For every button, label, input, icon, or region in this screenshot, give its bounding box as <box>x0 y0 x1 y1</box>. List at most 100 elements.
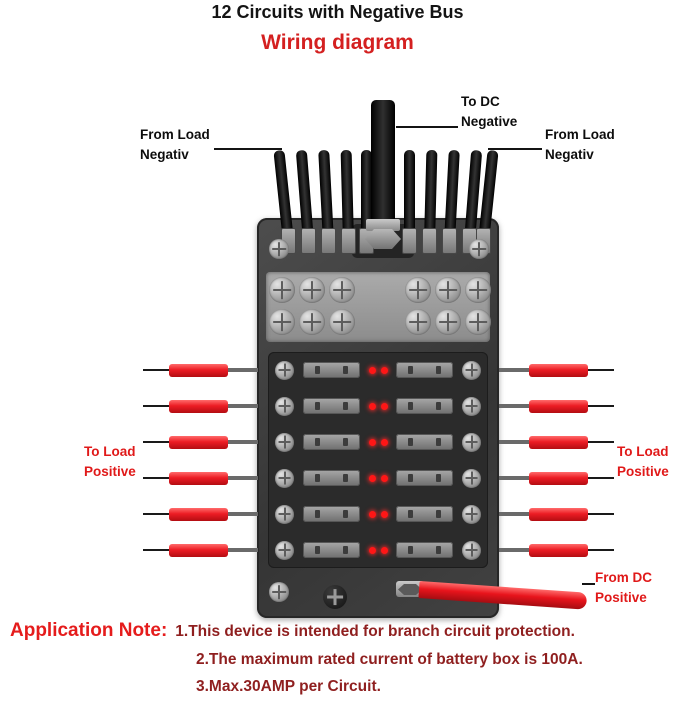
application-note-item: 2.The maximum rated current of battery b… <box>196 651 583 668</box>
wire-lead <box>588 513 614 515</box>
wire-lead <box>143 369 169 371</box>
wire-lead <box>143 405 169 407</box>
bus-terminal-screw <box>329 309 355 335</box>
positive-wire <box>529 507 588 521</box>
led-indicator-pair <box>368 366 388 374</box>
load-terminal-screw <box>462 468 481 488</box>
label-line: Negativ <box>545 147 594 163</box>
bus-terminal-screw <box>269 277 295 303</box>
wire-lead <box>588 441 614 443</box>
wire-lead <box>588 477 614 479</box>
wire-clamp <box>422 228 437 254</box>
load-wire <box>499 543 614 557</box>
load-terminal-screw <box>462 504 481 524</box>
hex-nut <box>365 229 401 249</box>
load-terminal-screw <box>462 432 481 452</box>
fuse-row <box>268 504 488 524</box>
led-indicator <box>368 474 376 482</box>
bus-terminal-screw <box>465 277 491 303</box>
blade-fuse <box>396 470 454 486</box>
bus-terminal-row <box>269 309 491 335</box>
label-line: Negativ <box>140 147 189 163</box>
load-wire <box>143 363 258 377</box>
load-wire <box>143 471 258 485</box>
fuse-row <box>268 360 488 380</box>
bus-terminal-screw <box>269 309 295 335</box>
blade-fuse <box>396 434 454 450</box>
label-from-load-negative-left: From Load Negativ <box>140 125 210 166</box>
label-from-load-negative-right: From Load Negativ <box>545 125 615 166</box>
blade-fuse <box>302 434 360 450</box>
wire-clamp <box>301 228 316 254</box>
wire-lead <box>143 441 169 443</box>
wire-crimp <box>228 476 258 480</box>
load-wire <box>499 399 614 413</box>
fuse-panel <box>268 352 488 568</box>
page-title: 12 Circuits with Negative Bus <box>211 2 464 22</box>
load-wire <box>499 363 614 377</box>
label-line: To Load <box>84 444 136 459</box>
label-from-dc-positive: From DC Positive <box>595 568 652 609</box>
bus-terminal-screw <box>465 309 491 335</box>
load-wire <box>499 435 614 449</box>
wire-lead <box>143 549 169 551</box>
label-to-dc-negative: To DC Negative <box>461 92 517 133</box>
fuse-row <box>268 432 488 452</box>
wire-clamp <box>442 228 457 254</box>
positive-wire <box>529 363 588 377</box>
blade-fuse <box>396 398 454 414</box>
led-indicator-pair <box>368 510 388 518</box>
label-line: From Load <box>545 127 615 142</box>
wire-crimp <box>499 404 529 408</box>
led-indicator <box>368 510 376 518</box>
wire-crimp <box>228 404 258 408</box>
fuse-row <box>268 540 488 560</box>
positive-wire <box>529 471 588 485</box>
bus-row-spacer <box>359 277 401 303</box>
wire-clamp <box>341 228 356 254</box>
wire-crimp <box>499 512 529 516</box>
wire-lead <box>143 477 169 479</box>
load-terminal-screw <box>275 504 294 524</box>
positive-wire <box>169 507 228 521</box>
bus-terminal-screw <box>299 277 325 303</box>
led-indicator <box>380 546 388 554</box>
label-line: Positive <box>84 464 136 480</box>
positive-wire <box>529 399 588 413</box>
wire-crimp <box>499 476 529 480</box>
load-terminal-screw <box>275 468 294 488</box>
load-terminal-screw <box>275 396 294 416</box>
load-wire <box>499 471 614 485</box>
leader-line <box>582 583 595 585</box>
label-line: Positive <box>595 590 647 606</box>
negative-wire <box>361 150 372 242</box>
load-terminal-screw <box>462 360 481 380</box>
load-terminal-screw <box>462 540 481 560</box>
wire-clamp <box>402 228 417 254</box>
blade-fuse <box>302 506 360 522</box>
fuse-row <box>268 468 488 488</box>
wire-crimp <box>499 440 529 444</box>
blade-fuse <box>302 398 360 414</box>
blade-fuse <box>396 542 454 558</box>
wire-crimp <box>499 368 529 372</box>
application-note-item: 1.This device is intended for branch cir… <box>175 623 575 640</box>
led-indicator-pair <box>368 474 388 482</box>
bus-terminal-screw <box>435 277 461 303</box>
application-note-heading: Application Note: <box>10 620 168 641</box>
load-wire <box>143 543 258 557</box>
blade-fuse <box>302 362 360 378</box>
led-indicator-pair <box>368 438 388 446</box>
bus-row-spacer <box>359 309 401 335</box>
bus-terminal-screw <box>329 277 355 303</box>
positive-wire <box>169 435 228 449</box>
bus-terminal-screw <box>405 309 431 335</box>
load-wires-left <box>143 363 258 557</box>
label-line: From Load <box>140 127 210 142</box>
corner-screw <box>269 582 289 602</box>
leader-line <box>214 148 282 150</box>
negative-wire <box>404 150 415 242</box>
load-terminal-screw <box>462 396 481 416</box>
led-indicator-pair <box>368 546 388 554</box>
